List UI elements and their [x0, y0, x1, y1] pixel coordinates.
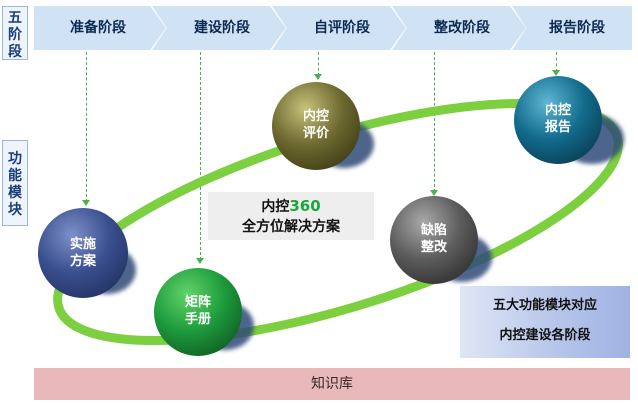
module-defect-line2: 整改	[420, 240, 447, 255]
guide-arrow-self-assess	[314, 74, 322, 80]
guide-line-prepare	[86, 52, 87, 202]
module-defect: 缺陷 整改	[390, 196, 502, 288]
center-solution-box: 内控360 全方位解决方案	[208, 192, 374, 240]
guide-arrow-build	[196, 258, 204, 264]
module-matrix-line2: 手册	[184, 312, 211, 327]
stage-label-report: 报告阶段	[549, 20, 605, 36]
module-report-label: 内控 报告	[514, 102, 602, 136]
guide-arrow-prepare	[82, 200, 90, 206]
center-prefix: 内控	[261, 199, 290, 215]
module-matrix-line1: 矩阵	[184, 295, 211, 310]
stage-label-build: 建设阶段	[194, 20, 250, 36]
module-defect-label: 缺陷 整改	[390, 222, 478, 256]
knowledge-base-bar: 知识库	[34, 368, 630, 400]
module-implementation: 实施 方案	[38, 208, 150, 300]
module-report-sphere	[514, 76, 602, 164]
stage-chevron-3	[272, 6, 406, 50]
guide-line-report	[556, 52, 557, 72]
module-implementation-line2: 方案	[69, 254, 96, 269]
module-evaluation-line2: 评价	[302, 126, 329, 141]
stage-mapping-note: 五大功能模块对应 内控建设各阶段	[460, 286, 630, 358]
guide-arrow-rectify	[430, 190, 438, 196]
note-line-1: 五大功能模块对应	[492, 298, 597, 313]
center-line-2: 全方位解决方案	[242, 219, 340, 235]
module-matrix-label: 矩阵 手册	[154, 294, 242, 328]
module-evaluation-label: 内控 评价	[272, 108, 360, 142]
center-accent: 360	[289, 197, 321, 215]
guide-line-rectify	[434, 52, 435, 192]
module-report-line1: 内控	[544, 103, 571, 118]
module-report-line2: 报告	[544, 120, 571, 135]
guide-line-build	[200, 52, 201, 260]
module-report: 内控 报告	[514, 76, 632, 170]
center-line-1: 内控360	[208, 196, 374, 217]
module-defect-sphere	[390, 196, 478, 284]
module-defect-line1: 缺陷	[420, 223, 447, 238]
guide-line-self-assess	[318, 52, 319, 76]
stage-label-self-assess: 自评阶段	[314, 20, 370, 36]
stage-chevron-5	[512, 6, 632, 50]
stages-side-label: 五阶段	[2, 6, 28, 60]
stage-chevron-1	[34, 6, 166, 50]
module-implementation-label: 实施 方案	[38, 236, 128, 270]
stage-chevron-4	[392, 6, 526, 50]
module-evaluation: 内控 评价	[272, 82, 384, 174]
stage-label-rectify: 整改阶段	[434, 20, 490, 36]
stage-chevron-2	[152, 6, 286, 50]
module-evaluation-line1: 内控	[302, 109, 329, 124]
module-implementation-line1: 实施	[69, 237, 96, 252]
modules-side-label-text: 功能模块	[8, 151, 22, 218]
guide-arrow-report	[552, 70, 560, 76]
module-evaluation-sphere	[272, 82, 360, 170]
module-matrix: 矩阵 手册	[154, 268, 264, 358]
stages-side-label-text: 五阶段	[8, 10, 22, 60]
note-line-2: 内控建设各阶段	[499, 328, 591, 343]
module-implementation-sphere	[38, 208, 128, 298]
modules-side-label: 功能模块	[2, 140, 28, 226]
stage-label-prepare: 准备阶段	[70, 20, 126, 36]
module-matrix-sphere	[154, 268, 242, 356]
